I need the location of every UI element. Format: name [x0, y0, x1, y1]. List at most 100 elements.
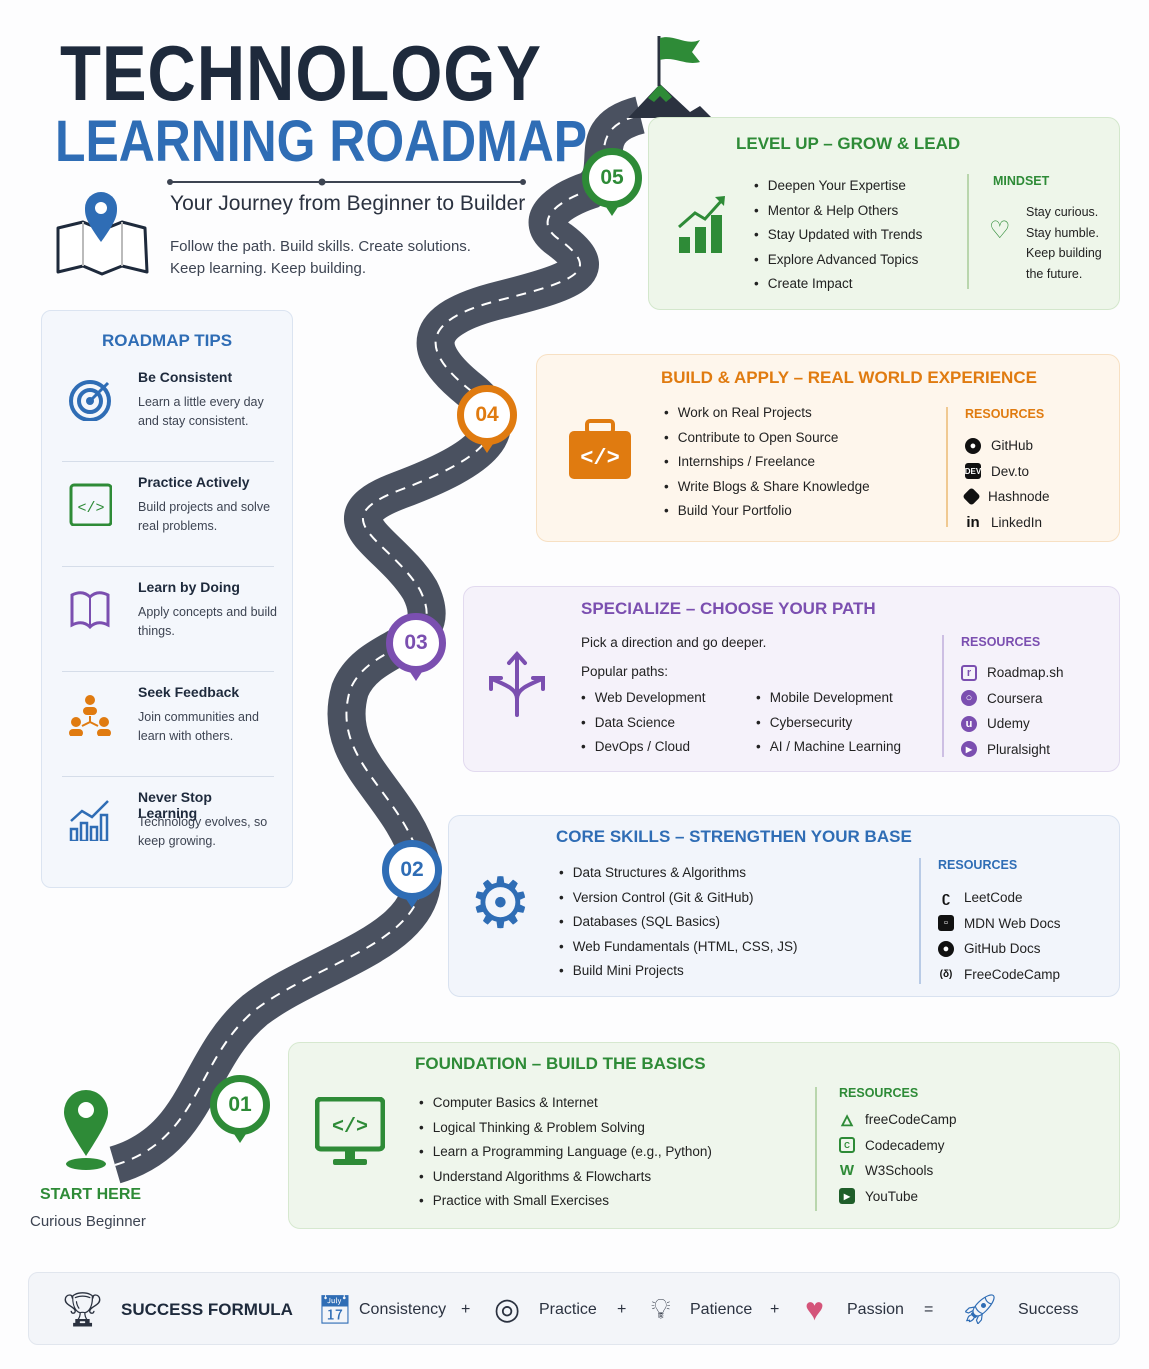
map-pin-icon [56, 192, 149, 276]
github-icon: ● [965, 437, 981, 454]
list-item: Build Mini Projects [559, 963, 798, 988]
monitor-code-icon: </> [315, 1097, 385, 1165]
resource-hashnode[interactable]: Hashnode [962, 484, 1050, 510]
roadmap-icon: r [961, 664, 977, 681]
lightbulb-icon: 💡︎ [651, 1293, 671, 1324]
resources-title: RESOURCES [965, 407, 1045, 421]
foundation-list: Computer Basics & InternetLogical Thinki… [419, 1095, 712, 1218]
term-practice: Practice [539, 1300, 597, 1318]
start-label: START HERE [40, 1186, 142, 1203]
svg-text:</>: </> [77, 500, 104, 517]
pluralsight-icon: ▶ [961, 741, 977, 758]
udemy-icon: u [961, 715, 977, 732]
mindset-title: MINDSET [993, 174, 1050, 188]
list-item: Explore Advanced Topics [754, 252, 922, 277]
list-item: Logical Thinking & Problem Solving [419, 1120, 712, 1145]
w3schools-icon: W [839, 1162, 855, 1180]
step-badge-05: 05 [582, 148, 642, 216]
list-item: Mentor & Help Others [754, 203, 922, 228]
term-success: Success [1018, 1300, 1079, 1318]
codecademy-icon: C [839, 1137, 855, 1154]
split-arrows-icon [489, 650, 545, 717]
title-divider [167, 178, 526, 186]
equals-sign: = [924, 1300, 934, 1318]
resource-coursera[interactable]: ○Coursera [961, 686, 1064, 712]
start-pin-icon [64, 1090, 108, 1170]
list-item: Data Structures & Algorithms [559, 865, 798, 890]
step-badge-01: 01 [210, 1075, 270, 1143]
rocket-icon: 🚀︎ [961, 1293, 1000, 1326]
step-badge-03: 03 [386, 613, 446, 681]
popular-paths-label: Popular paths: [581, 664, 669, 679]
list-item: Write Blogs & Share Knowledge [664, 479, 870, 504]
growth-chart-icon [678, 196, 725, 253]
list-item: Understand Algorithms & Flowcharts [419, 1169, 712, 1194]
formula-title: SUCCESS FORMULA [121, 1299, 293, 1319]
tips-title: ROADMAP TIPS [102, 331, 233, 350]
list-item: Stay Updated with Trends [754, 227, 923, 252]
list-item: Learn a Programming Language (e.g., Pyth… [419, 1144, 712, 1169]
card-title: SPECIALIZE – CHOOSE YOUR PATH [581, 599, 876, 618]
growth-chart-icon [69, 800, 109, 841]
plus-sign: + [770, 1300, 780, 1318]
list-item: DevOps / Cloud [581, 739, 706, 764]
list-item: Computer Basics & Internet [419, 1095, 712, 1120]
target-icon [69, 380, 111, 421]
resource-freecodecamp[interactable]: 🜂freeCodeCamp [840, 1112, 957, 1131]
card-title: CORE SKILLS – STRENGTHEN YOUR BASE [556, 827, 912, 846]
list-item: Version Control (Git & GitHub) [559, 890, 798, 915]
list-item: Cybersecurity [756, 715, 901, 740]
resource-github-docs[interactable]: ●GitHub Docs [938, 936, 1061, 962]
term-patience: Patience [690, 1300, 753, 1318]
step-badge-02: 02 [382, 840, 442, 908]
resource-youtube[interactable]: ▶YouTube [839, 1184, 957, 1210]
freecodecamp-icon: (δ) [939, 968, 953, 980]
resources-title: RESOURCES [961, 635, 1041, 649]
resource-freecodecamp[interactable]: (δ)FreeCodeCamp [939, 966, 1061, 982]
list-item: Mobile Development [756, 690, 901, 715]
term-consistency: Consistency [359, 1300, 447, 1318]
resources-title: RESOURCES [839, 1086, 919, 1100]
resource-mdn[interactable]: ▫MDN Web Docs [938, 911, 1061, 937]
heart-outline-icon: ♡ [989, 217, 1011, 244]
resources-title: RESOURCES [938, 858, 1018, 872]
coursera-icon: ○ [961, 690, 977, 707]
devto-icon: DEV [965, 463, 981, 480]
level-up-card: LEVEL UP – GROW & LEAD Deepen Your Exper… [648, 117, 1120, 310]
build-apply-list: Work on Real ProjectsContribute to Open … [664, 405, 870, 528]
title-line-1: TECHNOLOGY [60, 29, 542, 117]
hashnode-icon [962, 487, 981, 506]
plus-sign: + [461, 1300, 471, 1318]
svg-text:</>: </> [580, 446, 620, 471]
resource-github[interactable]: ●GitHub [965, 433, 1050, 459]
term-passion: Passion [847, 1300, 904, 1318]
heart-icon: ♥ [805, 1291, 824, 1327]
calendar-icon: 📅︎ [317, 1294, 353, 1325]
level-up-list: Deepen Your ExpertiseMentor & Help Other… [754, 178, 923, 301]
paths-left: Web DevelopmentData ScienceDevOps / Clou… [581, 690, 706, 764]
list-item: Data Science [581, 715, 706, 740]
card-title: BUILD & APPLY – REAL WORLD EXPERIENCE [661, 368, 1037, 387]
list-item: Deepen Your Expertise [754, 178, 922, 203]
mountain-flag-icon [628, 36, 712, 118]
linkedin-icon: in [966, 513, 980, 531]
card-title: FOUNDATION – BUILD THE BASICS [415, 1054, 706, 1073]
core-skills-list: Data Structures & AlgorithmsVersion Cont… [559, 865, 798, 988]
resource-pluralsight[interactable]: ▶Pluralsight [961, 737, 1064, 763]
book-icon [70, 591, 110, 630]
